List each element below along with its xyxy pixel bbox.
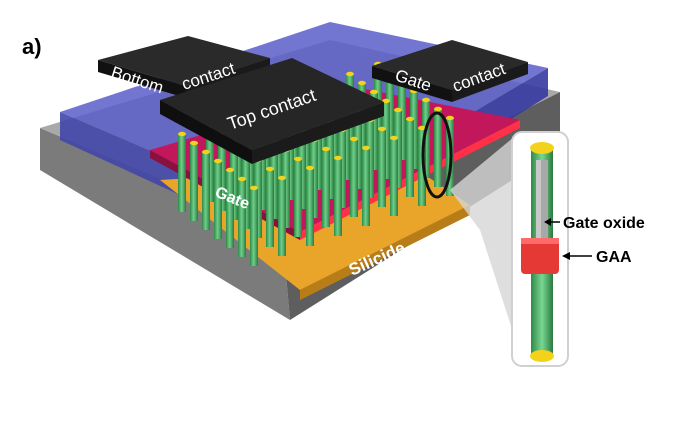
nanowire-tip xyxy=(422,97,430,103)
nanowire xyxy=(214,161,222,239)
nanowire xyxy=(250,188,258,266)
panel-label: a) xyxy=(22,34,42,59)
nanowire xyxy=(334,158,342,236)
nanowire-tip xyxy=(390,135,398,141)
nanowire-tip xyxy=(202,149,210,155)
zoom-projection xyxy=(450,132,522,360)
nanowire-tip xyxy=(362,145,370,151)
nanowire-tip xyxy=(406,116,414,122)
nanowire-tip xyxy=(350,136,358,142)
gate-oxide-label: Gate oxide xyxy=(563,215,645,232)
nanowire-tip xyxy=(394,107,402,113)
nanowire-tip xyxy=(266,166,274,172)
nanowire xyxy=(226,170,234,248)
nanowire xyxy=(278,178,286,256)
nanowire xyxy=(350,139,358,217)
nanowire-tip xyxy=(294,156,302,162)
nanowire xyxy=(322,149,330,227)
nanowire-tip xyxy=(378,126,386,132)
nanowire xyxy=(202,152,210,230)
nanowire-tip xyxy=(250,185,258,191)
gaa-annotation: GAA xyxy=(562,249,632,266)
nanowire-tip xyxy=(190,140,198,146)
nanowire-tip xyxy=(446,115,454,121)
inset-single-nanowire xyxy=(511,131,569,367)
nanowire xyxy=(306,168,314,246)
nanowire-tip xyxy=(178,131,186,137)
nanowire-tip xyxy=(358,80,366,86)
nanowire-tip xyxy=(226,167,234,173)
gate-oxide-annotation: Gate oxide xyxy=(544,215,645,232)
nanowire xyxy=(238,179,246,257)
nanowire-tip xyxy=(418,125,426,131)
nanowire xyxy=(190,143,198,221)
nanowire-tip xyxy=(322,146,330,152)
nanowire xyxy=(294,159,302,237)
nanowire xyxy=(362,148,370,226)
nanowire xyxy=(418,128,426,206)
nanowire-tip xyxy=(346,71,354,77)
nanowire-tip xyxy=(434,106,442,112)
top-contact-pad: Top contact xyxy=(160,58,384,164)
nanowire-tip xyxy=(306,165,314,171)
nanowire-tip xyxy=(370,89,378,95)
nanowire xyxy=(390,138,398,216)
nanowire xyxy=(406,119,414,197)
nanowire-tip xyxy=(214,158,222,164)
nanowire xyxy=(266,169,274,247)
nanowire xyxy=(178,134,186,212)
nanowire-tip xyxy=(334,155,342,161)
selected-wire-outline xyxy=(421,111,453,199)
nanowire xyxy=(434,109,442,187)
nanowire-tip xyxy=(238,176,246,182)
nanowire xyxy=(378,129,386,207)
nanowire-tip xyxy=(278,175,286,181)
gaa-label: GAA xyxy=(596,249,632,266)
